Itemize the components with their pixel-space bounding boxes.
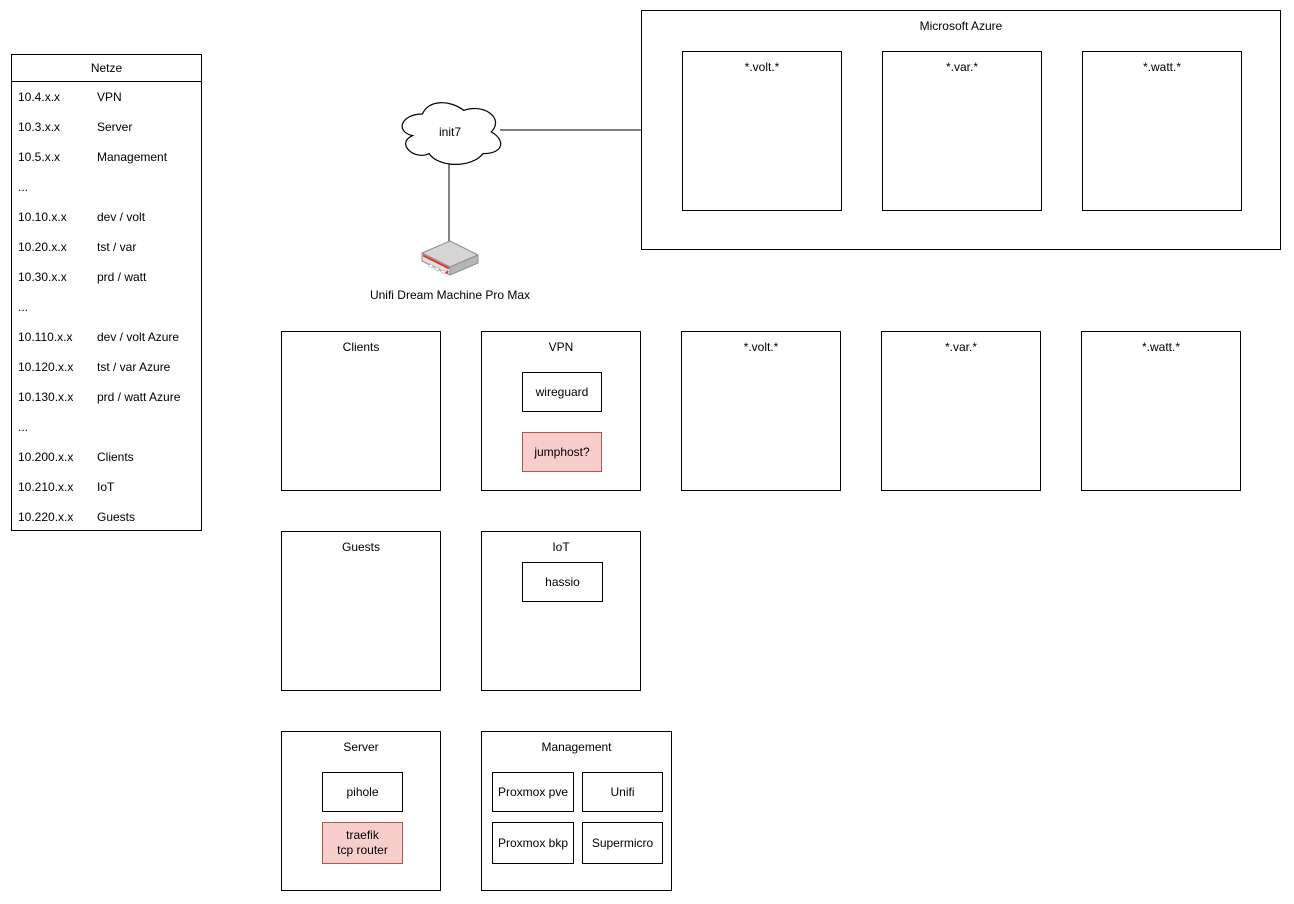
- table-row: 10.110.x.x dev / volt Azure: [12, 322, 201, 352]
- router-label: Unifi Dream Machine Pro Max: [369, 288, 531, 302]
- network-ip: 10.20.x.x: [18, 240, 67, 254]
- network-ip: 10.120.x.x: [18, 360, 74, 374]
- node-proxmox-pve: Proxmox pve: [492, 772, 574, 812]
- table-row: ...: [12, 292, 201, 322]
- table-row: 10.3.x.x Server: [12, 112, 201, 142]
- network-ip: 10.130.x.x: [18, 390, 74, 404]
- table-row: 10.20.x.x tst / var: [12, 232, 201, 262]
- internet-cloud: init7: [395, 96, 505, 168]
- zone-watt-title: *.watt.*: [1141, 340, 1180, 354]
- azure-subnet-watt: *.watt.*: [1082, 51, 1242, 211]
- network-name: Server: [97, 120, 133, 134]
- table-row: ...: [12, 172, 201, 202]
- zone-vpn-title: VPN: [548, 340, 574, 354]
- azure-subnet-volt: *.volt.*: [682, 51, 842, 211]
- network-ip: 10.3.x.x: [18, 120, 61, 134]
- network-ip: 10.110.x.x: [18, 330, 73, 344]
- node-traefik-tcp-router: traefik tcp router: [322, 822, 403, 864]
- node-pihole: pihole: [322, 772, 403, 812]
- network-ip: 10.5.x.x: [18, 150, 61, 164]
- azure-subnet-var: *.var.*: [882, 51, 1042, 211]
- cloud-label: init7: [438, 125, 461, 139]
- zone-guests-title: Guests: [341, 540, 380, 554]
- table-row: 10.130.x.x prd / watt Azure: [12, 382, 201, 412]
- zone-iot: IoT hassio: [481, 531, 641, 691]
- network-name: tst / var: [97, 240, 137, 254]
- zone-clients-title: Clients: [342, 340, 380, 354]
- table-row: 10.30.x.x prd / watt: [12, 262, 201, 292]
- node-unifi: Unifi: [582, 772, 663, 812]
- azure-group: Microsoft Azure *.volt.* *.var.* *.watt.…: [641, 10, 1281, 250]
- table-row: 10.200.x.x Clients: [12, 442, 201, 472]
- network-name: IoT: [97, 480, 115, 494]
- cloud-icon: [401, 102, 502, 165]
- zone-iot-title: IoT: [552, 540, 570, 554]
- table-row: 10.10.x.x dev / volt: [12, 202, 201, 232]
- zone-server-title: Server: [343, 740, 379, 754]
- zone-var-title: *.var.*: [944, 340, 977, 354]
- table-row: 10.210.x.x IoT: [12, 472, 201, 502]
- node-hassio: hassio: [522, 562, 603, 602]
- network-name: VPN: [97, 90, 122, 104]
- table-row: 10.5.x.x Management: [12, 142, 201, 172]
- network-name: Clients: [97, 450, 134, 464]
- network-ip: ...: [18, 300, 29, 314]
- netze-table: Netze 10.4.x.x VPN 10.3.x.x Server 10.5.x.…: [11, 54, 202, 531]
- node-jumphost: jumphost?: [522, 432, 602, 472]
- zone-watt: *.watt.*: [1081, 331, 1241, 491]
- table-row: 10.220.x.x Guests: [12, 502, 201, 532]
- network-name: Management: [97, 150, 168, 164]
- router-icon: [419, 239, 481, 281]
- azure-subnet-watt-label: *.watt.*: [1142, 60, 1181, 74]
- network-ip: 10.210.x.x: [18, 480, 74, 494]
- azure-subnet-var-label: *.var.*: [945, 60, 978, 74]
- network-name: Guests: [97, 510, 136, 524]
- zone-vpn: VPN wireguard jumphost?: [481, 331, 641, 491]
- azure-subnet-volt-label: *.volt.*: [744, 60, 780, 74]
- network-ip: 10.4.x.x: [18, 90, 61, 104]
- table-row: 10.120.x.x tst / var Azure: [12, 352, 201, 382]
- network-name: prd / watt: [97, 270, 147, 284]
- zone-clients: Clients: [281, 331, 441, 491]
- node-proxmox-bkp: Proxmox bkp: [492, 822, 574, 864]
- azure-group-title: Microsoft Azure: [919, 19, 1003, 33]
- network-name: dev / volt Azure: [97, 330, 180, 344]
- network-ip: 10.220.x.x: [18, 510, 74, 524]
- network-ip: ...: [18, 420, 29, 434]
- zone-volt: *.volt.*: [681, 331, 841, 491]
- table-row: ...: [12, 412, 201, 442]
- node-wireguard: wireguard: [522, 372, 602, 412]
- zone-var: *.var.*: [881, 331, 1041, 491]
- network-ip: ...: [18, 180, 29, 194]
- zone-volt-title: *.volt.*: [743, 340, 779, 354]
- zone-management: Management Proxmox pve Unifi Proxmox bkp…: [481, 731, 672, 891]
- table-row: 10.4.x.x VPN: [12, 82, 201, 112]
- network-ip: 10.30.x.x: [18, 270, 67, 284]
- router-device-icon: [421, 240, 479, 276]
- node-supermicro: Supermicro: [582, 822, 663, 864]
- netze-table-title: Netze: [12, 55, 201, 82]
- zone-server: Server pihole traefik tcp router: [281, 731, 441, 891]
- network-name: prd / watt Azure: [97, 390, 181, 404]
- network-ip: 10.200.x.x: [18, 450, 74, 464]
- zone-guests: Guests: [281, 531, 441, 691]
- network-name: tst / var Azure: [97, 360, 171, 374]
- network-ip: 10.10.x.x: [18, 210, 67, 224]
- network-name: dev / volt: [97, 210, 146, 224]
- zone-management-title: Management: [541, 740, 612, 754]
